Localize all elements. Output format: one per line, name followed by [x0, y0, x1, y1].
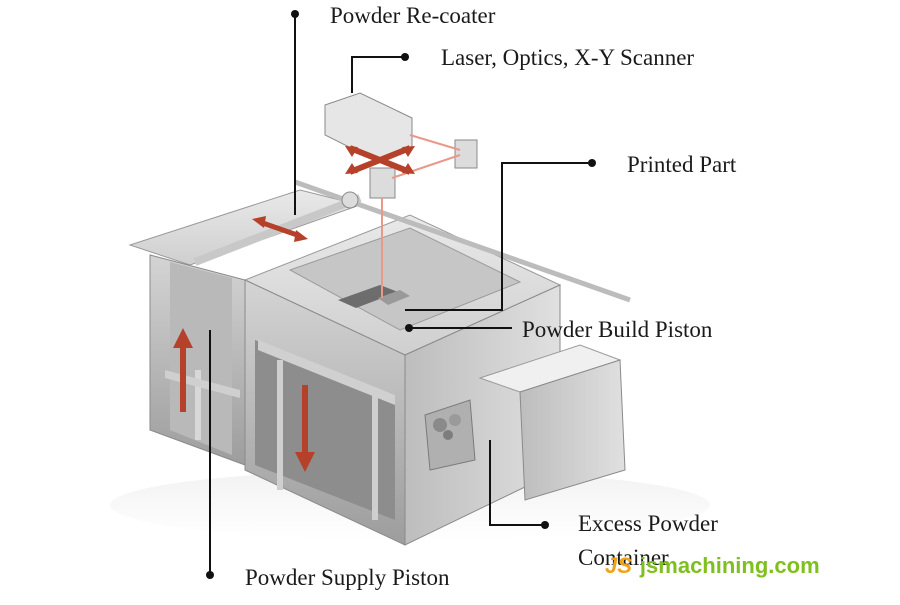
watermark-site: jsmachining.com: [639, 553, 820, 578]
laser-optics-label: Laser, Optics, X-Y Scanner: [441, 45, 695, 70]
printed-part-label: Printed Part: [627, 152, 737, 177]
recoater-roller: [341, 191, 359, 209]
scanner-mirror-box: [454, 139, 478, 169]
build-down-arrow-icon: [295, 385, 315, 472]
recoater-motion-arrow-icon: [252, 216, 308, 242]
watermark: JS jsmachining.com: [605, 555, 820, 577]
laser-beam-1: [409, 134, 461, 151]
powder-build-piston-label: Powder Build Piston: [522, 317, 713, 342]
excess-powder-label-line2: Container: [578, 545, 669, 570]
xy-arrows-icon: [345, 145, 415, 175]
supply-up-arrow-icon: [173, 328, 193, 412]
powder-clump-1: [433, 418, 447, 432]
piston-plate: [258, 340, 395, 405]
overflow-tray-front: [519, 359, 626, 501]
laser-beam-2: [391, 154, 461, 179]
powder-clump-2: [449, 414, 461, 426]
powder-recoater-label: Powder Re-coater: [330, 3, 496, 28]
build-platform: [288, 227, 522, 331]
leader-lines: [209, 14, 592, 575]
powder-supply-piston-label: Powder Supply Piston: [245, 565, 450, 590]
printed-part: [378, 290, 410, 305]
powder-clump-3: [443, 430, 453, 440]
excess-powder-label-line1: Excess Powder: [578, 511, 718, 536]
watermark-logo-icon: JS: [605, 553, 632, 578]
scanner-head: [369, 167, 396, 199]
leader-dots: [206, 10, 596, 579]
